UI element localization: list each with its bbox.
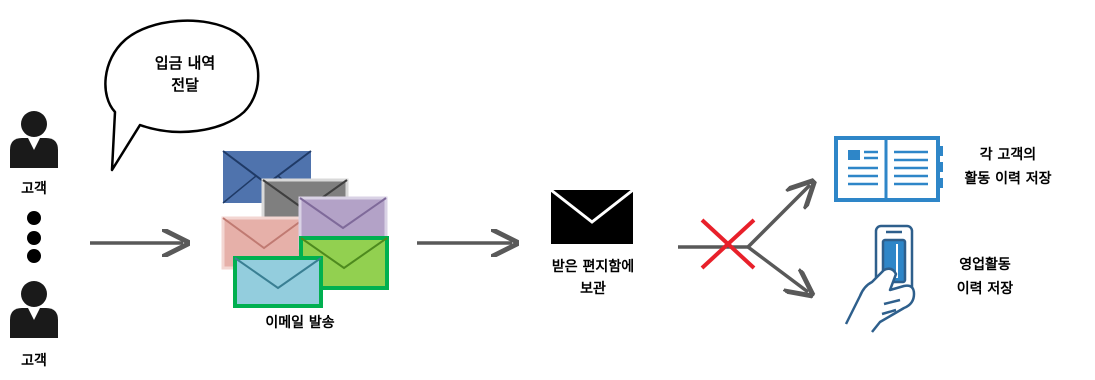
output-label-line2: 활동 이력 저장 — [964, 171, 1052, 187]
email-send-label: 이메일 발송 — [265, 315, 335, 331]
envelope-icon — [233, 256, 323, 308]
mobile-phone-hand-icon — [844, 224, 916, 333]
more-customers-dots — [27, 211, 41, 263]
output-label-line1: 영업활동 — [959, 257, 1011, 273]
speech-bubble-text-line2: 전달 — [171, 76, 199, 94]
inbox-label-line2: 보관 — [580, 281, 606, 297]
speech-bubble — [104, 19, 260, 172]
black-envelope-icon — [550, 188, 634, 244]
blocked-x-icon — [700, 218, 756, 270]
output-label-line1: 각 고객의 — [979, 147, 1037, 163]
customer-person-icon — [10, 111, 58, 168]
split-arrows — [678, 185, 810, 292]
output-label-line2: 이력 저장 — [956, 281, 1014, 297]
speech-bubble-text-line1: 입금 내역 — [154, 54, 216, 72]
address-book-icon — [834, 136, 943, 202]
customer-person-icon — [10, 281, 58, 338]
customer-label: 고객 — [21, 353, 47, 369]
inbox-label-line1: 받은 편지함에 — [551, 259, 635, 275]
customer-label: 고객 — [21, 181, 47, 197]
